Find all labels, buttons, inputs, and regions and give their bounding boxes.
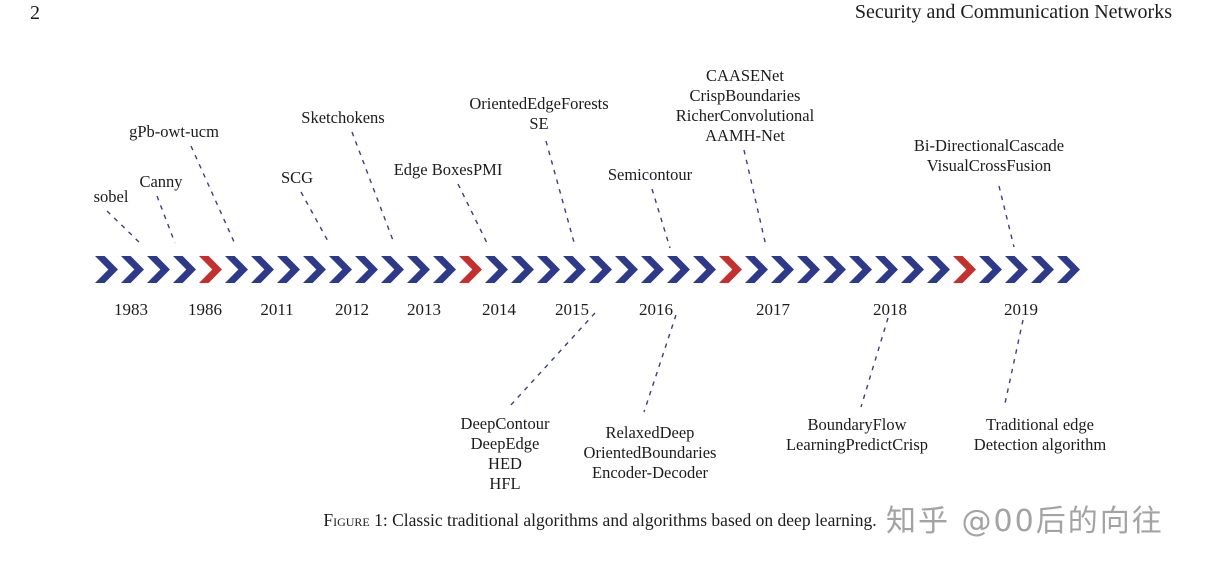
timeline-chevron <box>667 256 690 283</box>
timeline-chevron <box>979 256 1002 283</box>
timeline-chevron <box>147 256 170 283</box>
leader-line <box>643 314 677 413</box>
timeline-chevron <box>537 256 560 283</box>
leader-line <box>998 185 1015 248</box>
timeline-chevron <box>95 256 118 283</box>
algorithm-label-bottom: DeepContour DeepEdge HED HFL <box>460 414 550 494</box>
timeline-chevron <box>901 256 924 283</box>
figure-caption: Figure 1: Classic traditional algorithms… <box>0 510 1200 531</box>
leader-line <box>106 210 141 244</box>
timeline-chevron <box>511 256 534 283</box>
year-label: 2019 <box>1004 300 1038 319</box>
leader-line <box>351 131 395 244</box>
timeline-chevron <box>1057 256 1080 283</box>
leader-line <box>743 149 767 247</box>
algorithm-label-bottom: BoundaryFlow LearningPredictCrisp <box>785 415 929 455</box>
timeline-chevron <box>485 256 508 283</box>
timeline-chevron <box>693 256 716 283</box>
timeline-chevron <box>407 256 430 283</box>
year-label: 2012 <box>335 300 369 319</box>
algorithm-label-top: sobel <box>93 187 129 206</box>
algorithm-label-top: OrientedEdgeForests SE <box>469 94 609 134</box>
timeline-chevron <box>1005 256 1028 283</box>
algorithm-label-top: CAASENet CrispBoundaries RicherConvoluti… <box>675 66 815 146</box>
timeline-chevron-red <box>199 256 222 283</box>
timeline-chevron-red <box>953 256 976 283</box>
timeline-chevron <box>381 256 404 283</box>
timeline-chevron <box>927 256 950 283</box>
algorithm-label-bottom: RelaxedDeep OrientedBoundaries Encoder-D… <box>583 423 717 483</box>
timeline-chevron <box>329 256 352 283</box>
leader-line <box>457 183 489 246</box>
year-label: 1983 <box>114 300 148 319</box>
watermark: 知乎 @00后的向往 <box>886 504 1164 539</box>
year-label: 2018 <box>873 300 907 319</box>
algorithm-label-bottom: Traditional edge Detection algorithm <box>973 415 1107 455</box>
algorithm-label-top: Semicontour <box>607 165 693 184</box>
timeline-chevron <box>1031 256 1054 283</box>
timeline-chevron <box>121 256 144 283</box>
timeline-chevron <box>277 256 300 283</box>
year-label: 2013 <box>407 300 441 319</box>
year-label: 2017 <box>756 300 790 319</box>
leader-line <box>190 145 236 245</box>
timeline-chevron <box>771 256 794 283</box>
timeline-chevron <box>355 256 378 283</box>
timeline-chevron <box>641 256 664 283</box>
algorithm-label-top: Bi-DirectionalCascade VisualCrossFusion <box>913 136 1065 176</box>
leader-line <box>509 312 596 407</box>
timeline-chevron-red <box>719 256 742 283</box>
year-label: 1986 <box>188 300 222 319</box>
year-label: 2011 <box>260 300 294 319</box>
timeline-chevron <box>823 256 846 283</box>
timeline-chevron <box>303 256 326 283</box>
leader-line <box>1003 319 1024 409</box>
year-label: 2016 <box>639 300 673 319</box>
timeline-chevron <box>433 256 456 283</box>
page-number: 2 <box>30 2 40 24</box>
year-label: 2014 <box>482 300 516 319</box>
algorithm-label-top: Edge BoxesPMI <box>393 160 503 179</box>
timeline-chevron <box>173 256 196 283</box>
figure-caption-label: Figure 1: <box>323 510 388 530</box>
timeline-chevron <box>875 256 898 283</box>
algorithm-label-top: Canny <box>139 172 183 191</box>
year-label: 2015 <box>555 300 589 319</box>
journal-title: Security and Communication Networks <box>854 1 1172 23</box>
timeline-chevron <box>797 256 820 283</box>
leader-line <box>156 195 176 244</box>
timeline-chevron-row <box>95 256 1083 284</box>
timeline-chevron <box>849 256 872 283</box>
figure-caption-text: Classic traditional algorithms and algor… <box>387 510 877 530</box>
leader-line <box>545 140 576 247</box>
timeline-chevron <box>589 256 612 283</box>
timeline-chevron <box>251 256 274 283</box>
timeline-chevron <box>745 256 768 283</box>
algorithm-label-top: Sketchokens <box>301 108 385 127</box>
leader-line <box>300 191 330 244</box>
algorithm-label-top: gPb-owt-ucm <box>129 122 219 141</box>
timeline-chevron <box>225 256 248 283</box>
timeline-chevron-red <box>459 256 482 283</box>
timeline-chevron <box>615 256 638 283</box>
algorithm-label-top: SCG <box>280 168 314 187</box>
leader-line <box>651 188 671 249</box>
timeline-chevron <box>563 256 586 283</box>
leader-line <box>860 317 889 408</box>
